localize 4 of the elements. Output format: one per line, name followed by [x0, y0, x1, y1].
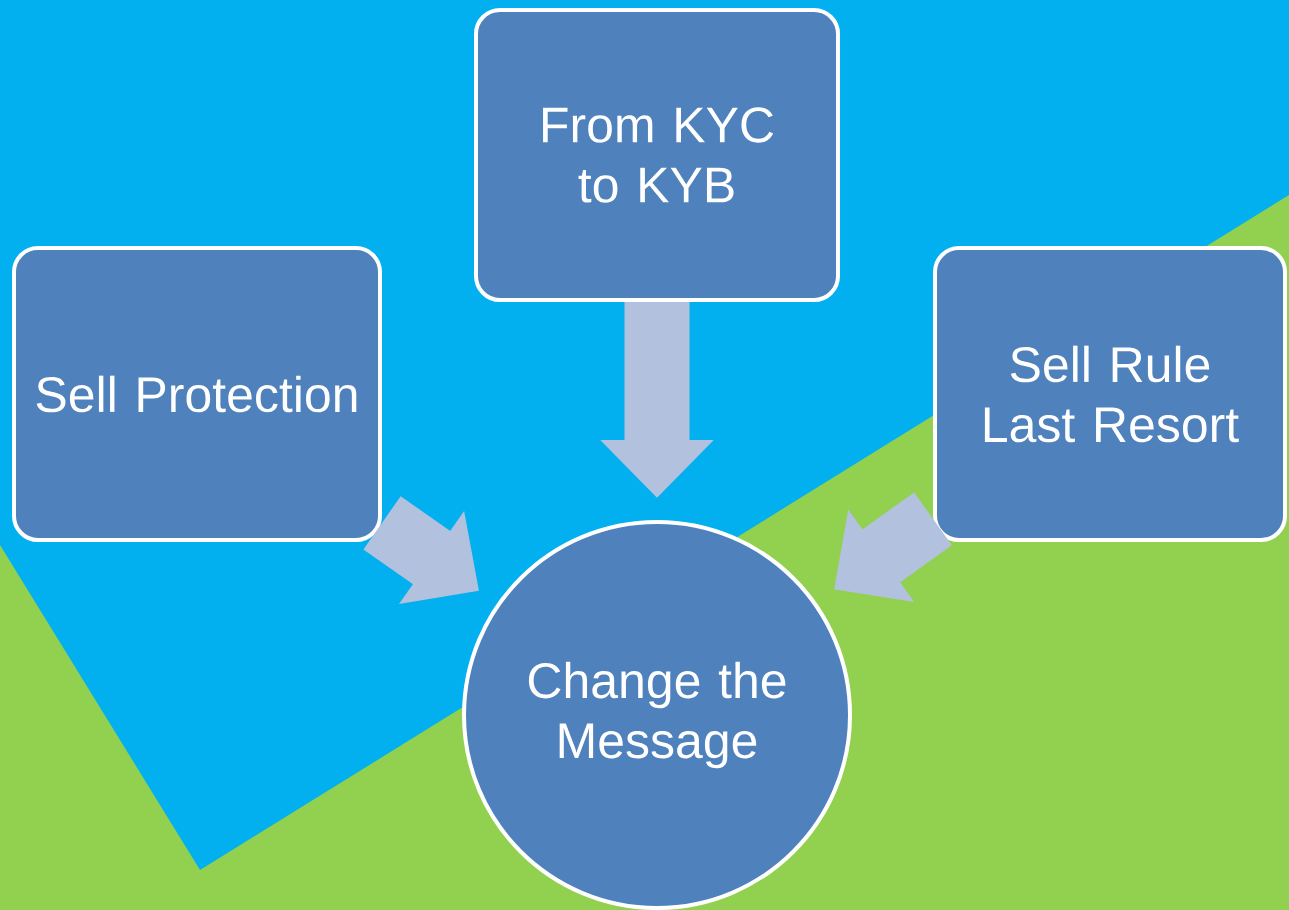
circle-node: Change the Message: [462, 520, 852, 910]
process-box: From KYC to KYB: [474, 8, 840, 302]
process-box: Sell Protection: [12, 246, 382, 542]
process-box: Sell Rule Last Resort: [933, 246, 1287, 542]
